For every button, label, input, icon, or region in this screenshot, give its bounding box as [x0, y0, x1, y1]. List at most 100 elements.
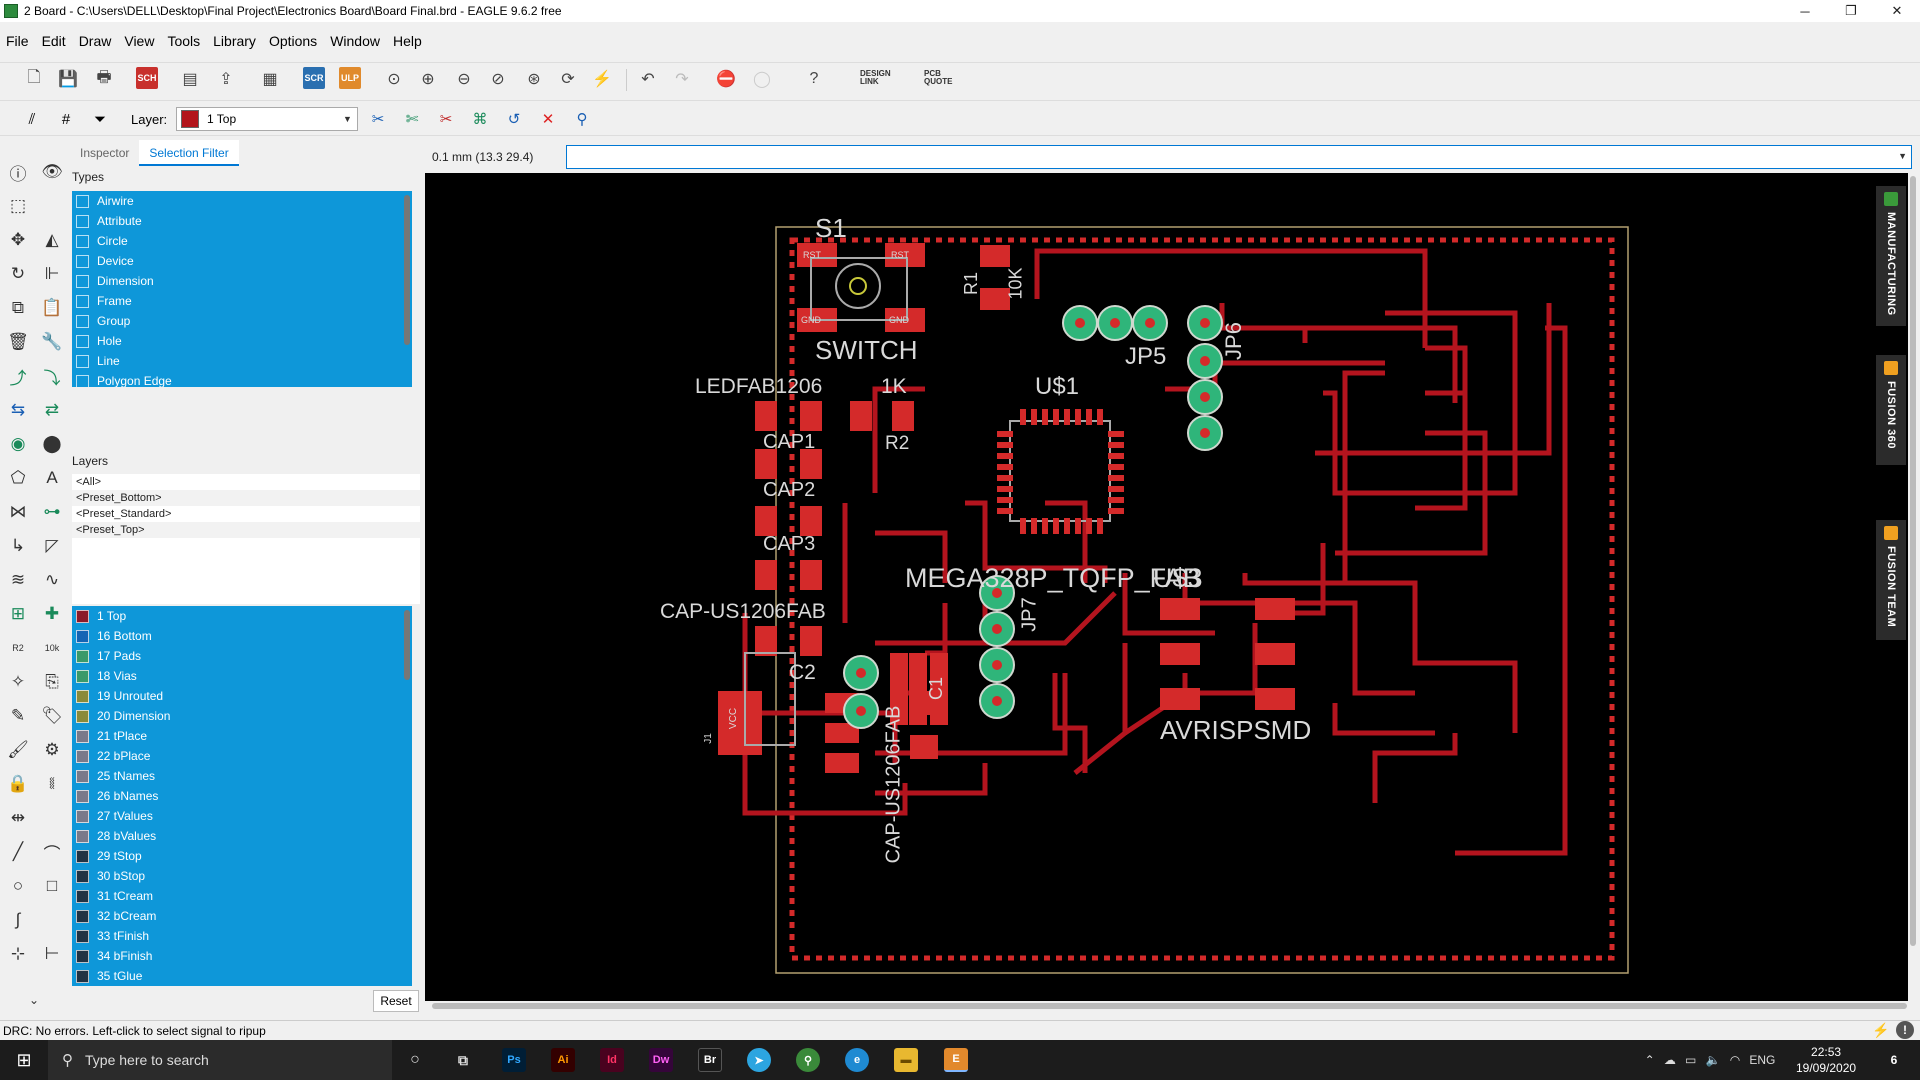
preset-standard[interactable]: <Preset_Standard> — [76, 508, 172, 520]
indesign-icon[interactable]: Id — [600, 1048, 624, 1072]
route-icon[interactable]: ⤴ — [9, 368, 27, 388]
ripup-signal-icon[interactable]: ✂ — [439, 111, 453, 128]
types-scrollbar[interactable] — [404, 195, 410, 345]
measure-icon[interactable]: ⊢ — [44, 944, 60, 963]
layer-item[interactable]: 30 bStop — [72, 866, 412, 886]
route-multi-icon[interactable]: ⇆ — [10, 400, 26, 419]
show-icon[interactable]: 👁 — [41, 162, 63, 181]
delete-icon[interactable]: 🗑 — [7, 332, 29, 351]
move-icon[interactable]: ✥ — [10, 230, 26, 249]
filter-icon[interactable]: ⏷ — [93, 110, 106, 128]
layer-item[interactable]: 1 Top — [72, 606, 412, 626]
wrench-icon[interactable]: 🔧 — [41, 332, 63, 351]
dimension-icon[interactable]: ⇹ — [10, 808, 26, 827]
layer-settings-icon[interactable]: ⫽ — [28, 110, 36, 128]
photoshop-icon[interactable]: Ps — [502, 1048, 526, 1072]
menu-edit[interactable]: Edit — [41, 33, 66, 49]
close-button[interactable]: ✕ — [1891, 3, 1903, 18]
rotate-icon[interactable]: ↻ — [10, 264, 26, 283]
layer-item[interactable]: 26 bNames — [72, 786, 412, 806]
stop-icon[interactable]: ⛔ — [716, 71, 736, 88]
hole-icon[interactable]: ⬤ — [42, 434, 62, 453]
side-tab-manufacturing[interactable]: MANUFACTURING — [1876, 186, 1906, 326]
design-link-button[interactable]: DESIGN LINK — [860, 69, 891, 86]
wire-icon[interactable]: ⊶ — [43, 502, 61, 521]
menu-window[interactable]: Window — [330, 33, 380, 49]
taskbar-clock[interactable]: 22:53 19/09/2020 — [1796, 1044, 1856, 1076]
ulp-icon[interactable]: ULP — [339, 67, 361, 89]
volume-icon[interactable]: 🔈 — [1705, 1053, 1721, 1067]
task-view-icon[interactable]: ⧉ — [458, 1051, 468, 1068]
print-icon[interactable]: 🖶 — [96, 68, 112, 86]
type-item[interactable]: Frame — [72, 291, 412, 311]
side-tab-fusion-360[interactable]: FUSION 360 — [1876, 355, 1906, 465]
layer-item[interactable]: 35 tGlue — [72, 966, 412, 986]
menu-library[interactable]: Library — [213, 33, 256, 49]
undo-icon[interactable]: ↶ — [641, 71, 655, 88]
error-icon[interactable]: ! — [1896, 1021, 1914, 1039]
ratsnest-icon[interactable]: ⚡ — [592, 71, 612, 88]
layer-item[interactable]: 21 tPlace — [72, 726, 412, 746]
menu-file[interactable]: File — [6, 33, 29, 49]
windows-start-icon[interactable]: ⊞ — [16, 1049, 32, 1070]
dreamweaver-icon[interactable]: Dw — [649, 1048, 673, 1072]
layer-item[interactable]: 29 tStop — [72, 846, 412, 866]
ripup-icon[interactable]: ✂ — [371, 111, 385, 128]
maps-icon[interactable]: ⚲ — [796, 1048, 820, 1072]
ripup-polygon-icon[interactable]: ⌘ — [472, 111, 488, 128]
ripup-tool-icon[interactable]: ⤵ — [43, 368, 61, 388]
add-icon[interactable]: ✚ — [44, 604, 60, 623]
ripup-loop-icon[interactable]: ↺ — [507, 111, 521, 128]
grid-icon[interactable]: # — [61, 110, 71, 128]
layer-item[interactable]: 16 Bottom — [72, 626, 412, 646]
layer-item[interactable]: 28 bValues — [72, 826, 412, 846]
new-file-icon[interactable]: 🗋 — [27, 68, 41, 86]
mirror-icon[interactable]: ◭ — [45, 230, 59, 249]
layer-item[interactable]: 19 Unrouted — [72, 686, 412, 706]
zoom-in-icon[interactable]: ⊕ — [421, 71, 435, 88]
attribute-icon[interactable]: 🏷 — [41, 706, 63, 725]
info-icon[interactable]: ⓘ — [9, 164, 27, 184]
align-icon[interactable]: ⊩ — [44, 264, 60, 283]
rectangle-icon[interactable]: □ — [46, 876, 58, 895]
lock-icon[interactable]: 🔒 — [7, 774, 29, 793]
language-indicator[interactable]: ENG — [1749, 1053, 1776, 1067]
type-item[interactable]: Group — [72, 311, 412, 331]
schematic-icon[interactable]: SCH — [136, 67, 158, 89]
preset-top[interactable]: <Preset_Top> — [72, 522, 420, 538]
vertical-scrollbar[interactable] — [1910, 176, 1916, 946]
chevron-down-icon[interactable]: ▼ — [1898, 151, 1907, 161]
ripup-all-icon[interactable]: ✄ — [405, 111, 419, 128]
chevron-down-icon[interactable]: ⌄ — [28, 993, 40, 1007]
board-canvas[interactable]: S1 SWITCH R1 10K LEDFAB1206 1K R2 CAP1 C… — [425, 173, 1908, 1001]
layer-item[interactable]: 25 tNames — [72, 766, 412, 786]
type-item[interactable]: Airwire — [72, 191, 412, 211]
layers-scrollbar[interactable] — [404, 610, 410, 680]
mark-icon[interactable]: ⊹ — [10, 944, 26, 963]
bridge-icon[interactable]: Br — [698, 1048, 722, 1072]
layer-item[interactable]: 32 bCream — [72, 906, 412, 926]
meander-icon[interactable]: ≋ — [10, 570, 26, 589]
layer-select[interactable]: 1 Top ▼ — [176, 107, 358, 131]
menu-help[interactable]: Help — [392, 33, 422, 49]
illustrator-icon[interactable]: Ai — [551, 1048, 575, 1072]
replace-icon[interactable]: ⎘ — [45, 672, 59, 691]
name-icon[interactable]: R2 — [12, 643, 24, 653]
layer-item[interactable]: 31 tCream — [72, 886, 412, 906]
change-icon[interactable]: ✎ — [10, 706, 26, 725]
waveform-icon[interactable]: ∿ — [44, 570, 60, 589]
battery-icon[interactable]: ▭ — [1685, 1053, 1697, 1067]
package-icon[interactable]: ⧛ — [49, 774, 55, 793]
smash-icon[interactable]: ✧ — [10, 672, 26, 691]
save-icon[interactable]: 💾 — [58, 71, 78, 88]
miter-icon[interactable]: ◸ — [45, 536, 59, 555]
menu-tools[interactable]: Tools — [167, 33, 201, 49]
layer-item[interactable]: 27 tValues — [72, 806, 412, 826]
zoom-select-icon[interactable]: ⊛ — [527, 71, 541, 88]
pcb-quote-button[interactable]: PCB QUOTE — [924, 69, 953, 86]
circle-icon[interactable]: ○ — [12, 876, 24, 895]
layer-item[interactable]: 17 Pads — [72, 646, 412, 666]
layer-item[interactable]: 18 Vias — [72, 666, 412, 686]
